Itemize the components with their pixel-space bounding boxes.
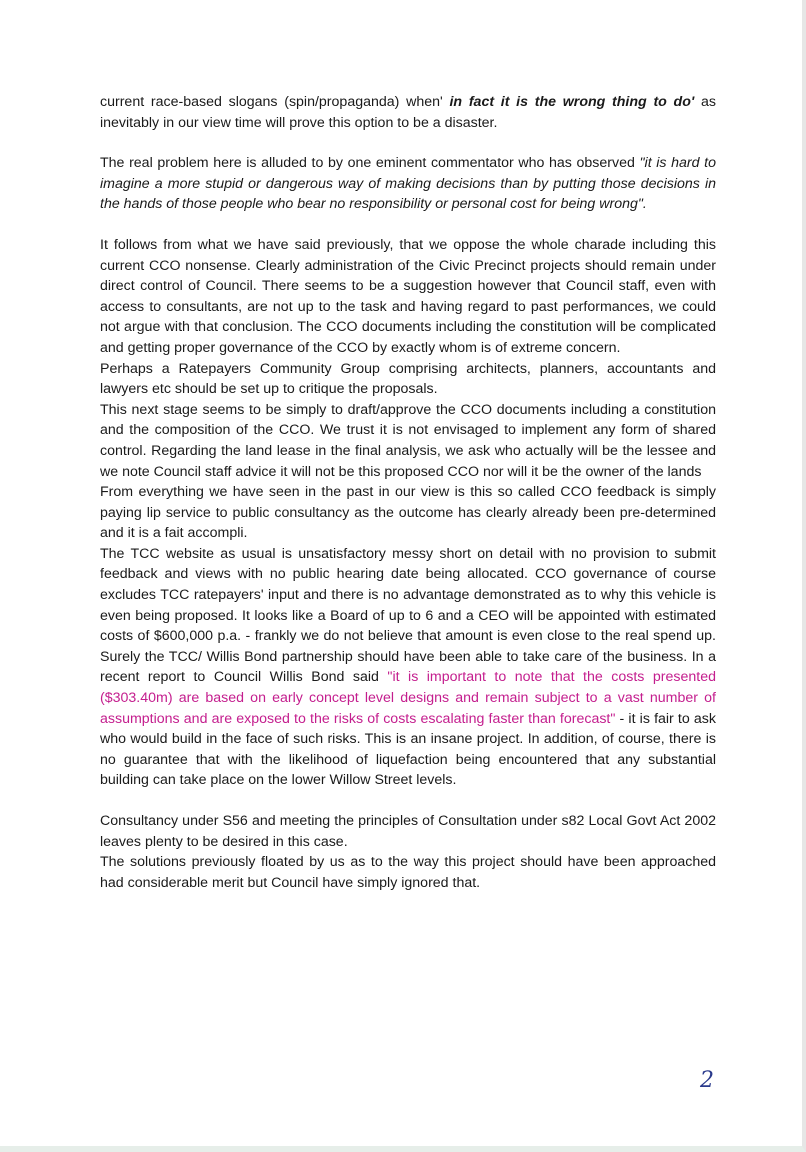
paragraph-7-start: The TCC website as usual is unsatisfacto… — [100, 545, 716, 686]
willis-bond-quote: "it is important to note that the costs … — [100, 669, 716, 727]
page-number: 2 — [700, 1068, 714, 1093]
paragraph-7: The TCC website as usual is unsatisfacto… — [100, 544, 716, 791]
paragraph-6: From everything we have seen in the past… — [100, 484, 716, 542]
paragraph-4: Perhaps a Ratepayers Community Group com… — [100, 360, 716, 398]
paragraph-1: current race-based slogans (spin/propaga… — [100, 92, 716, 133]
emphasis-wrong-thing: in fact it is the wrong thing to do' — [449, 94, 695, 110]
paragraph-gap — [100, 215, 716, 235]
paragraph-gap — [100, 133, 716, 153]
paragraph-gap — [100, 791, 716, 811]
paragraph-9: The solutions previously floated by us a… — [100, 854, 716, 891]
paragraph-7-end: - it is fair to ask who would build in t… — [100, 710, 716, 789]
document-body: current race-based slogans (spin/propaga… — [100, 92, 716, 893]
paragraph-8: Consultancy under S56 and meeting the pr… — [100, 813, 716, 850]
commentator-quote: "it is hard to imagine a more stupid or … — [100, 155, 716, 213]
paragraph-1-end: as inevitably in our view time will prov… — [100, 94, 716, 131]
paragraph-3: It follows from what we have said previo… — [100, 236, 716, 356]
paragraph-1-start: current race-based slogans (spin/propaga… — [100, 94, 450, 110]
paragraph-2: The real problem here is alluded to by o… — [100, 153, 716, 215]
paragraph-5: This next stage seems to be simply to dr… — [100, 401, 716, 480]
paragraph-2-intro: The real problem here is alluded to by o… — [100, 155, 640, 172]
